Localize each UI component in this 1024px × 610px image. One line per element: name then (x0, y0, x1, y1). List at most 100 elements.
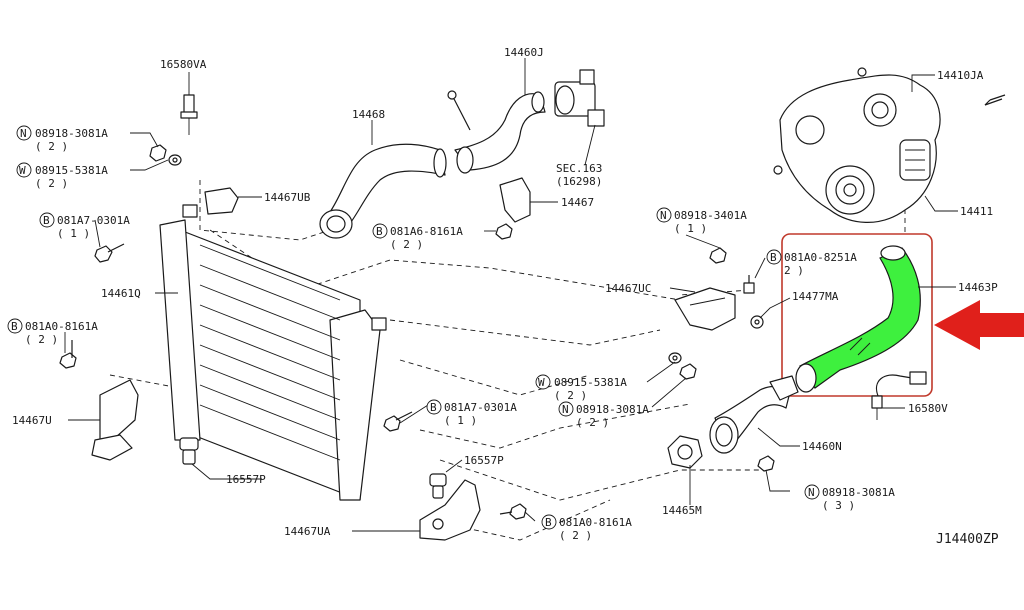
label-081a7-0301a-mid-qty: ( 1 ) (444, 414, 477, 427)
label-08915-5381a-top: 08915-5381A (35, 164, 108, 177)
mount-16557p-bottom[interactable] (429, 473, 447, 499)
bolt-081a7-0301a-left[interactable] (94, 243, 125, 263)
label-081a7-0301a-mid: 081A7-0301A (444, 401, 517, 414)
label-14460j: 14460J (504, 46, 544, 59)
sensor-16580v[interactable] (871, 371, 927, 420)
label-081a0-8161a-left-qty: ( 2 ) (25, 333, 58, 346)
bracket-14467ua[interactable] (419, 479, 481, 541)
bolt-081a7-0301a-mid[interactable] (383, 411, 413, 432)
gasket-14465m[interactable] (667, 435, 703, 469)
label-08918-3081a-mid: 08918-3081A (576, 403, 649, 416)
nut-08918-3081a-mid[interactable] (679, 363, 697, 380)
bracket-14467[interactable] (499, 177, 531, 223)
bracket-14467uc[interactable] (674, 287, 736, 331)
bolt-081a0-8161a-left[interactable] (59, 340, 77, 369)
label-081a7-0301a-left-qty: ( 1 ) (57, 227, 90, 240)
label-081a0-8161a-bottom: 081A0-8161A (559, 516, 632, 529)
marker-nut-bottom: N (804, 484, 820, 500)
marker-bolt-081a6: B (372, 223, 388, 239)
label-14461q: 14461Q (101, 287, 141, 300)
label-sec163: SEC.163 (556, 162, 602, 175)
svg-text:N: N (660, 209, 667, 222)
label-08915-5381a-top-qty: ( 2 ) (35, 177, 68, 190)
label-16557p-bottom: 16557P (464, 454, 504, 467)
washer-08915-5381a-mid[interactable] (668, 352, 682, 364)
clip-14477ma[interactable] (750, 315, 764, 329)
label-16580v: 16580V (908, 402, 948, 415)
label-08918-3081a-bottom: 08918-3081A (822, 486, 895, 499)
marker-washer-mid: W (535, 374, 551, 390)
marker-bolt-left-1: B (39, 212, 55, 228)
red-pointer-arrow (934, 300, 1024, 350)
part-labels: 16580VA 08918-3081A ( 2 ) 08915-5381A ( … (12, 46, 999, 547)
svg-text:B: B (43, 214, 50, 227)
svg-text:W: W (19, 164, 26, 177)
label-081a0-8251a-qty: 2 ) (784, 264, 804, 277)
label-14468: 14468 (352, 108, 385, 121)
intercooler-core-14461q[interactable] (159, 204, 387, 501)
bracket-14467u[interactable] (91, 379, 139, 461)
label-14410ja: 14410JA (937, 69, 984, 82)
label-14460n: 14460N (802, 440, 842, 453)
nut-08918-3081a-bottom[interactable] (757, 455, 775, 472)
svg-text:N: N (20, 127, 27, 140)
bolt-081a0-8251a[interactable] (743, 275, 755, 294)
label-14411: 14411 (960, 205, 993, 218)
label-08918-3081a-top: 08918-3081A (35, 127, 108, 140)
marker-bolt-bottom: B (541, 514, 557, 530)
marker-bolt-8251a: B (766, 249, 782, 265)
marker-bolt-left-2: B (7, 318, 23, 334)
bolt-081a0-8161a-bottom[interactable] (499, 503, 527, 520)
throttle-body-sec163[interactable] (554, 69, 605, 127)
label-081a6-8161a: 081A6-8161A (390, 225, 463, 238)
label-081a0-8251a: 081A0-8251A (784, 251, 857, 264)
svg-text:N: N (808, 486, 815, 499)
svg-text:B: B (545, 516, 552, 529)
svg-text:B: B (430, 401, 437, 414)
svg-text:W: W (538, 376, 545, 389)
label-08918-3081a-mid-qty: ( 2 ) (576, 416, 609, 429)
label-14465m: 14465M (662, 504, 702, 517)
label-081a0-8161a-bottom-qty: ( 2 ) (559, 529, 592, 542)
label-14467ua: 14467UA (284, 525, 331, 538)
label-14467uc: 14467UC (605, 282, 651, 295)
pipe-14460n[interactable] (709, 375, 799, 454)
marker-bolt-mid: B (426, 399, 442, 415)
washer-08915-5381a-top[interactable] (168, 154, 182, 166)
marker-nut-mid: N (558, 401, 574, 417)
label-16580va: 16580VA (160, 58, 207, 71)
sensor-16580va[interactable] (180, 94, 198, 135)
label-16557p-left: 16557P (226, 473, 266, 486)
stud-14410ja[interactable] (984, 94, 1006, 106)
bracket-14467ub[interactable] (204, 187, 239, 215)
diagram-id: J14400ZP (936, 532, 999, 547)
turbocharger-14411[interactable] (773, 67, 941, 223)
bolt-081a6-8161a[interactable] (495, 223, 513, 240)
label-081a6-8161a-qty: ( 2 ) (390, 238, 423, 251)
label-081a7-0301a-left: 081A7-0301A (57, 214, 130, 227)
label-08915-5381a-mid-qty: ( 2 ) (554, 389, 587, 402)
label-08918-3081a-bottom-qty: ( 3 ) (822, 499, 855, 512)
label-08915-5381a-mid: 08915-5381A (554, 376, 627, 389)
nut-08918-3401a[interactable] (709, 247, 727, 264)
label-081a0-8161a-left: 081A0-8161A (25, 320, 98, 333)
label-14463p: 14463P (958, 281, 998, 294)
svg-text:B: B (770, 251, 777, 264)
label-08918-3081a-top-qty: ( 2 ) (35, 140, 68, 153)
svg-text:B: B (376, 225, 383, 238)
label-14467u: 14467U (12, 414, 52, 427)
label-sec163-sub: (16298) (556, 175, 602, 188)
marker-nut-top: N (16, 125, 32, 141)
marker-nut-3401a: N (656, 207, 672, 223)
label-14467ub: 14467UB (264, 191, 311, 204)
hose-14463p-highlighted[interactable] (795, 245, 921, 393)
label-08918-3401a: 08918-3401A (674, 209, 747, 222)
hose-14468[interactable] (319, 143, 447, 239)
label-14477ma: 14477MA (792, 290, 839, 303)
mount-16557p-left[interactable] (179, 437, 199, 465)
label-14467: 14467 (561, 196, 594, 209)
nut-08918-3081a-top[interactable] (149, 144, 167, 162)
leader-lines (64, 58, 958, 532)
pipe-14460j[interactable] (447, 90, 546, 174)
